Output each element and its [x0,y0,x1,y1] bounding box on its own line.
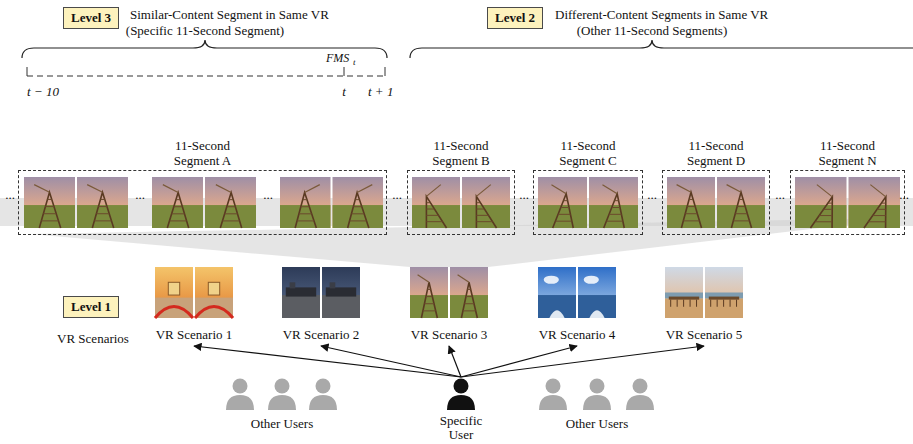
segment-box: 11-Second Segment C [533,170,643,235]
ellipsis: ... [519,187,529,202]
vr-scenario: VR Scenario 3 [399,267,499,346]
user-icon [447,379,475,411]
vr-scenario-thumbnail [282,267,360,318]
segment-thumbnail [667,177,765,228]
ellipsis: ... [135,187,145,202]
caption-text: (Other 11-Second Segments) [577,23,727,38]
segment-thumbnail [795,177,900,228]
segment-box: 11-Second Segment A [18,170,387,235]
vr-scenario-thumbnail [665,267,743,318]
arrow-connector [321,346,461,377]
user-icon [268,379,296,411]
segment-thumbnail [538,177,638,228]
node-label: Specific User [426,414,496,441]
vr-scenario-thumbnail [538,267,616,318]
arrow-connector [194,346,461,377]
segment-box: 11-Second Segment D [662,170,770,235]
segment-box: 11-Second Segment B [407,170,515,235]
vr-scenario: VR Scenario 5 [654,267,754,346]
caption-text: Other Users [251,416,313,431]
level-badge: Level 3 [63,7,119,29]
caption-text: (Specific 11-Second Segment) [126,23,284,38]
level-badge: Level 1 [63,296,119,318]
node-label: Level 3 [71,10,111,26]
level2-brace [410,40,913,58]
vr-scenario-thumbnail [155,267,233,318]
segment-thumbnail [152,177,256,228]
node-label: VR Scenario 4 [527,327,627,342]
ellipsis: ... [899,187,909,202]
segment-label: 11-Second Segment N [808,138,888,168]
user-icon [539,379,567,411]
arrow-connector [449,346,461,377]
time-label: t − 10 [27,84,59,99]
user-icon [583,379,611,411]
time-label: t [342,84,346,99]
user-icon [309,379,337,411]
user-icon [226,379,254,411]
ellipsis: ... [5,187,15,202]
node-label: VR Scenario 1 [144,327,244,342]
level-badge: Level 2 [487,7,543,29]
ellipsis: ... [392,187,402,202]
segment-thumbnail [412,177,510,228]
segment-box: 11-Second Segment N [790,170,905,235]
segment-thumbnail [280,177,383,228]
ellipsis: ... [263,187,273,202]
specific-user: Specific User [426,377,496,441]
node-label: VR Scenario 2 [271,327,371,342]
segment-label: 11-Second Segment A [163,138,243,168]
ellipsis: ... [775,187,785,202]
segment-label: 11-Second Segment B [421,138,501,168]
arrow-connector [461,346,704,377]
node-label: Level 2 [495,10,535,26]
caption-text: Different-Content Segments in Same VR [555,7,768,22]
caption-text: Other Users [566,416,628,431]
segment-label: 11-Second Segment D [676,138,756,168]
vr-scenario: VR Scenario 4 [527,267,627,346]
time-label: t + 1 [368,84,393,99]
caption-text: VR Scenarios [57,331,129,346]
ellipsis: ... [647,187,657,202]
time-label: FMS [326,51,349,65]
time-label: t [353,57,356,68]
vr-scenario-thumbnail [410,267,488,318]
arrow-connector [461,346,577,377]
segment-thumbnail [24,177,128,228]
caption-text: Similar-Content Segment in Same VR [130,7,329,22]
user-icon [626,379,654,411]
vr-scenario: VR Scenario 1 [144,267,244,346]
node-label: VR Scenario 5 [654,327,754,342]
timeline [27,67,385,76]
vr-scenario: VR Scenario 2 [271,267,371,346]
node-label: VR Scenario 3 [399,327,499,342]
segment-label: 11-Second Segment C [548,138,628,168]
node-label: Level 1 [71,299,111,315]
